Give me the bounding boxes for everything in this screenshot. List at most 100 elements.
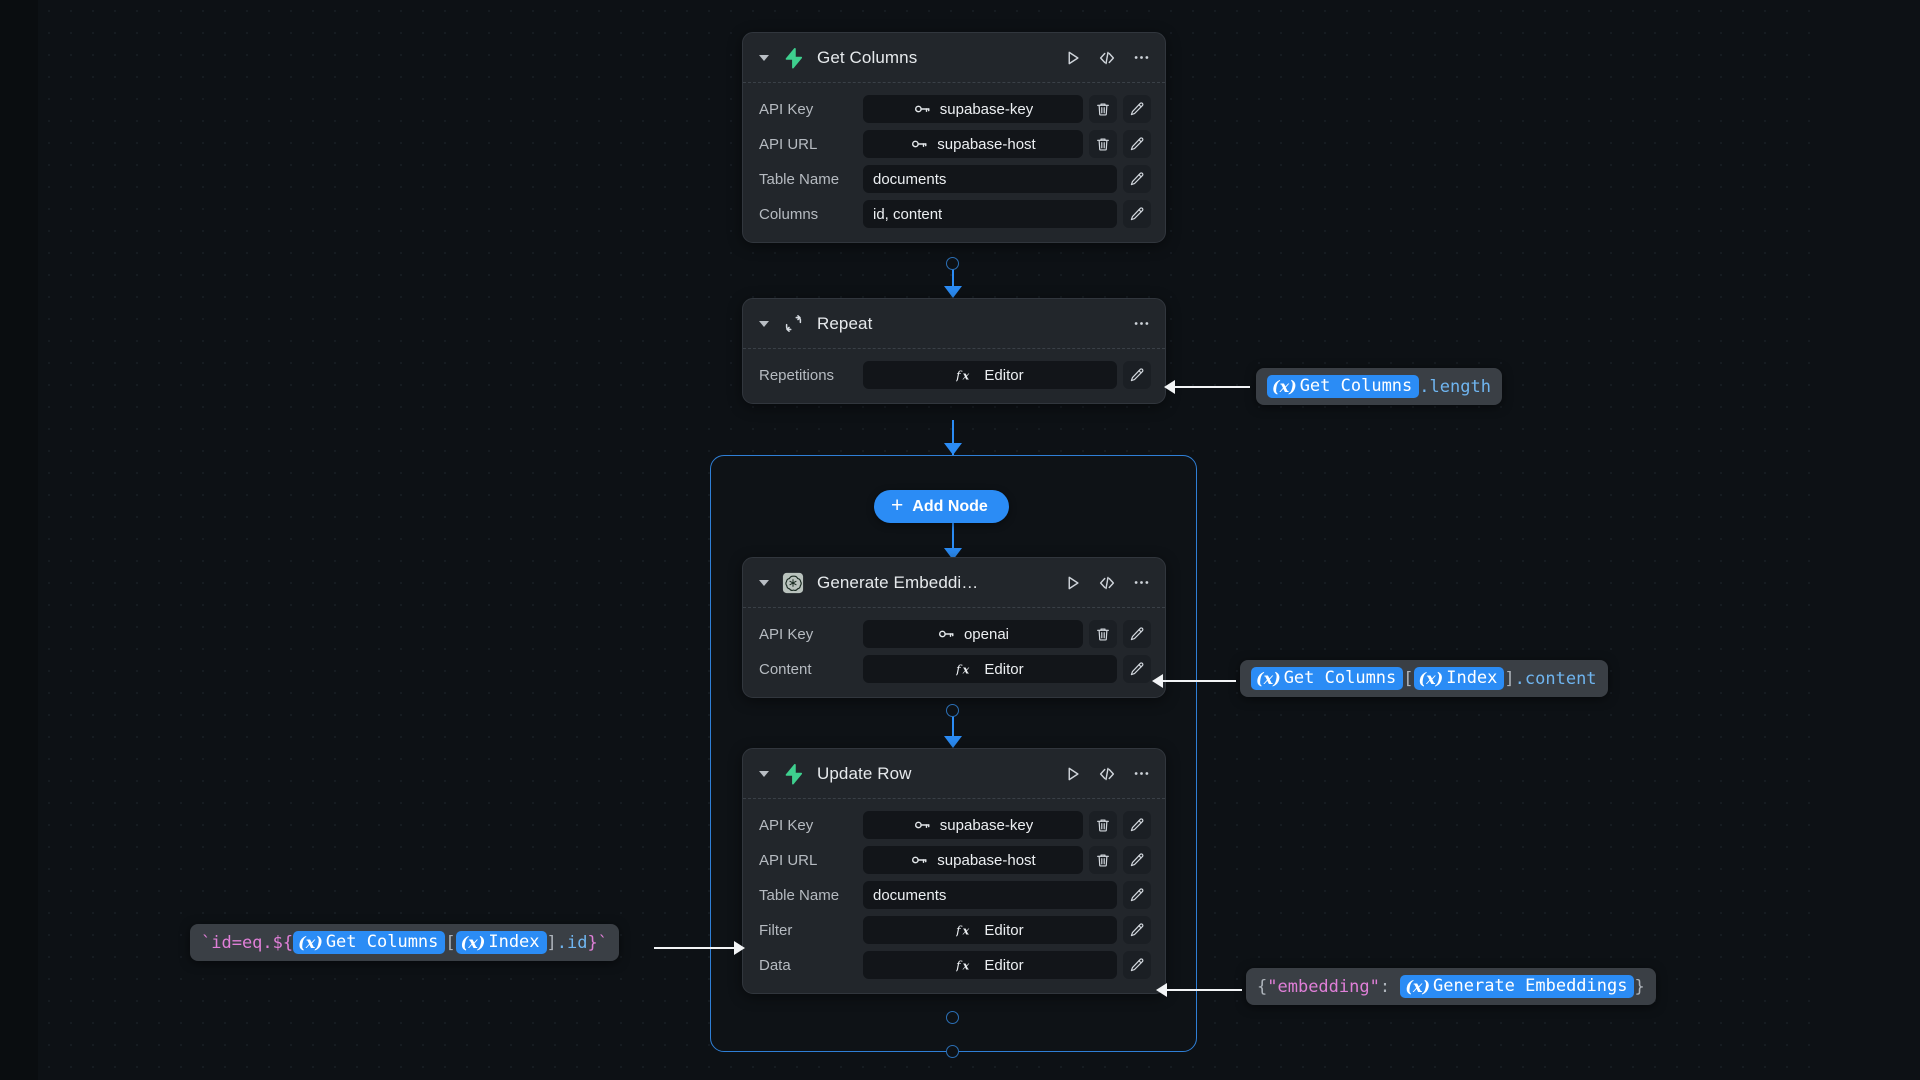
field-value-text[interactable]: documents — [863, 881, 1117, 909]
chevron-down-icon[interactable] — [759, 770, 769, 777]
edit-field-button[interactable] — [1123, 916, 1151, 944]
field-value-text[interactable]: id, content — [863, 200, 1117, 228]
expression-tooltip-repetitions[interactable]: (x)Get Columns.length — [1256, 368, 1502, 405]
expression-tooltip-data[interactable]: {"embedding": (x)Generate Embeddings} — [1246, 968, 1656, 1005]
connector-handle-update-row-out[interactable] — [946, 1011, 959, 1024]
edge-get-columns-to-repeat — [952, 268, 954, 288]
delete-field-button[interactable] — [1089, 811, 1117, 839]
more-icon[interactable] — [1132, 314, 1151, 333]
node-header[interactable]: Update Row — [743, 749, 1165, 799]
variable-icon: (x) — [460, 932, 486, 952]
edit-field-button[interactable] — [1123, 130, 1151, 158]
code-icon[interactable] — [1098, 574, 1116, 592]
plus-icon: + — [891, 494, 904, 517]
pointer-line-content — [1160, 680, 1236, 682]
run-icon[interactable] — [1064, 765, 1082, 783]
expression-tooltip-content[interactable]: (x)Get Columns[(x)Index].content — [1240, 660, 1608, 697]
chevron-down-icon[interactable] — [759, 54, 769, 61]
edit-field-button[interactable] — [1123, 655, 1151, 683]
edit-field-button[interactable] — [1123, 881, 1151, 909]
field-value-text: supabase-key — [939, 816, 1034, 834]
chevron-down-icon[interactable] — [759, 579, 769, 586]
field-label: Filter — [759, 921, 793, 939]
node-card-get-columns[interactable]: Get Columns API Key supabase-key API URL… — [742, 32, 1166, 243]
add-node-button[interactable]: + Add Node — [874, 490, 1009, 523]
edit-field-button[interactable] — [1123, 165, 1151, 193]
delete-field-button[interactable] — [1089, 95, 1117, 123]
field-label: API Key — [759, 100, 814, 118]
edit-field-button[interactable] — [1123, 200, 1151, 228]
more-icon[interactable] — [1132, 573, 1151, 592]
node-header[interactable]: Get Columns — [743, 33, 1165, 83]
field-label: Columns — [759, 205, 819, 223]
expression-pill[interactable]: (x)Get Columns — [293, 931, 446, 954]
edit-field-button[interactable] — [1123, 846, 1151, 874]
expression-token: ] — [546, 932, 557, 953]
supabase-icon — [781, 762, 805, 786]
expression-pill[interactable]: (x)Index — [455, 931, 547, 954]
field-value-secret[interactable]: openai — [863, 620, 1083, 648]
field-label: API Key — [759, 625, 814, 643]
more-icon[interactable] — [1132, 48, 1151, 67]
code-icon[interactable] — [1098, 765, 1116, 783]
field-value-text: Editor — [984, 660, 1024, 678]
field-value-text: supabase-host — [937, 135, 1036, 153]
expression-pill[interactable]: (x)Get Columns — [1267, 375, 1420, 398]
connector-handle-loop-out[interactable] — [946, 1045, 959, 1058]
expression-token: [ — [1403, 668, 1414, 689]
field-value-text[interactable]: documents — [863, 165, 1117, 193]
svg-text:x: x — [962, 924, 970, 937]
node-card-generate-embeddings[interactable]: Generate Embeddi… API Key openai Content… — [742, 557, 1166, 698]
expression-token: `id=eq.${ — [201, 932, 294, 953]
chevron-down-icon[interactable] — [759, 320, 769, 327]
field-value-text: documents — [873, 170, 947, 188]
node-header[interactable]: Repeat — [743, 299, 1165, 349]
connector-handle-embeddings-out[interactable] — [946, 704, 959, 717]
key-icon — [913, 100, 931, 118]
node-header-actions — [1064, 764, 1151, 783]
expression-pill[interactable]: (x)Generate Embeddings — [1400, 975, 1635, 998]
node-title: Update Row — [817, 763, 912, 783]
expression-token: .length — [1419, 376, 1491, 397]
connector-handle-get-columns-out[interactable] — [946, 257, 959, 270]
run-icon[interactable] — [1064, 574, 1082, 592]
delete-field-button[interactable] — [1089, 620, 1117, 648]
field-value-secret[interactable]: supabase-key — [863, 811, 1083, 839]
edit-field-button[interactable] — [1123, 620, 1151, 648]
delete-field-button[interactable] — [1089, 846, 1117, 874]
field-value-secret[interactable]: supabase-key — [863, 95, 1083, 123]
variable-icon: (x) — [1272, 376, 1297, 396]
code-icon[interactable] — [1098, 49, 1116, 67]
field-value-secret[interactable]: supabase-host — [863, 846, 1083, 874]
field-label: Content — [759, 660, 812, 678]
svg-text:x: x — [962, 959, 970, 972]
edit-field-button[interactable] — [1123, 95, 1151, 123]
node-header-actions — [1064, 573, 1151, 592]
expression-tooltip-filter[interactable]: `id=eq.${(x)Get Columns[(x)Index].id}` — [190, 924, 619, 961]
svg-text:x: x — [962, 369, 970, 382]
field-label: API URL — [759, 851, 818, 869]
delete-field-button[interactable] — [1089, 130, 1117, 158]
node-card-update-row[interactable]: Update Row API Key supabase-key API URL … — [742, 748, 1166, 994]
expression-pill[interactable]: (x)Get Columns — [1251, 667, 1404, 690]
pointer-head-repetitions — [1164, 380, 1175, 394]
edit-field-button[interactable] — [1123, 361, 1151, 389]
node-header[interactable]: Generate Embeddi… — [743, 558, 1165, 608]
edit-field-button[interactable] — [1123, 951, 1151, 979]
run-icon[interactable] — [1064, 49, 1082, 67]
pointer-line-data — [1164, 989, 1242, 991]
expression-token: .content — [1514, 668, 1597, 689]
edge-arrow-update-in — [944, 736, 962, 748]
more-icon[interactable] — [1132, 764, 1151, 783]
field-value-secret[interactable]: supabase-host — [863, 130, 1083, 158]
expression-pill[interactable]: (x)Index — [1413, 667, 1505, 690]
edit-field-button[interactable] — [1123, 811, 1151, 839]
